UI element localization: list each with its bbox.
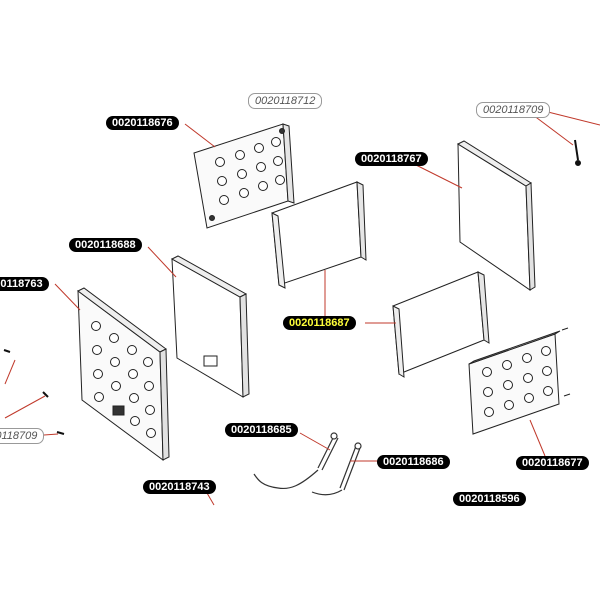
label-0020118676[interactable]: 0020118676	[106, 116, 179, 130]
label-0020118688[interactable]: 0020118688	[69, 238, 142, 252]
label-0020118712[interactable]: 0020118712	[248, 93, 323, 109]
panel-0020118687-lower	[392, 271, 490, 378]
panel-0020118688	[170, 255, 250, 398]
plate-0020118763	[77, 287, 170, 462]
label-0020118596[interactable]: 0020118596	[453, 492, 526, 506]
panel-0020118687-upper	[271, 181, 367, 289]
label-0020118677[interactable]: 0020118677	[516, 456, 589, 470]
electrodes	[253, 432, 362, 496]
label-0020118709-top[interactable]: 0020118709	[476, 102, 551, 118]
label-0020118685[interactable]: 0020118685	[225, 423, 298, 437]
screws	[3, 139, 581, 435]
leader-lines	[4, 109, 600, 506]
label-0020118743[interactable]: 0020118743	[143, 480, 216, 494]
plate-0020118677	[468, 327, 571, 435]
panel-0020118767	[456, 140, 536, 291]
plate-0020118676	[193, 123, 295, 229]
label-0020118709-left[interactable]: 0020118709	[0, 428, 45, 444]
label-0020118686[interactable]: 0020118686	[377, 455, 450, 469]
label-0020118687-highlighted[interactable]: 0020118687	[283, 316, 356, 330]
label-0020118767[interactable]: 0020118767	[355, 152, 428, 166]
label-0020118763[interactable]: 0020118763	[0, 277, 49, 291]
